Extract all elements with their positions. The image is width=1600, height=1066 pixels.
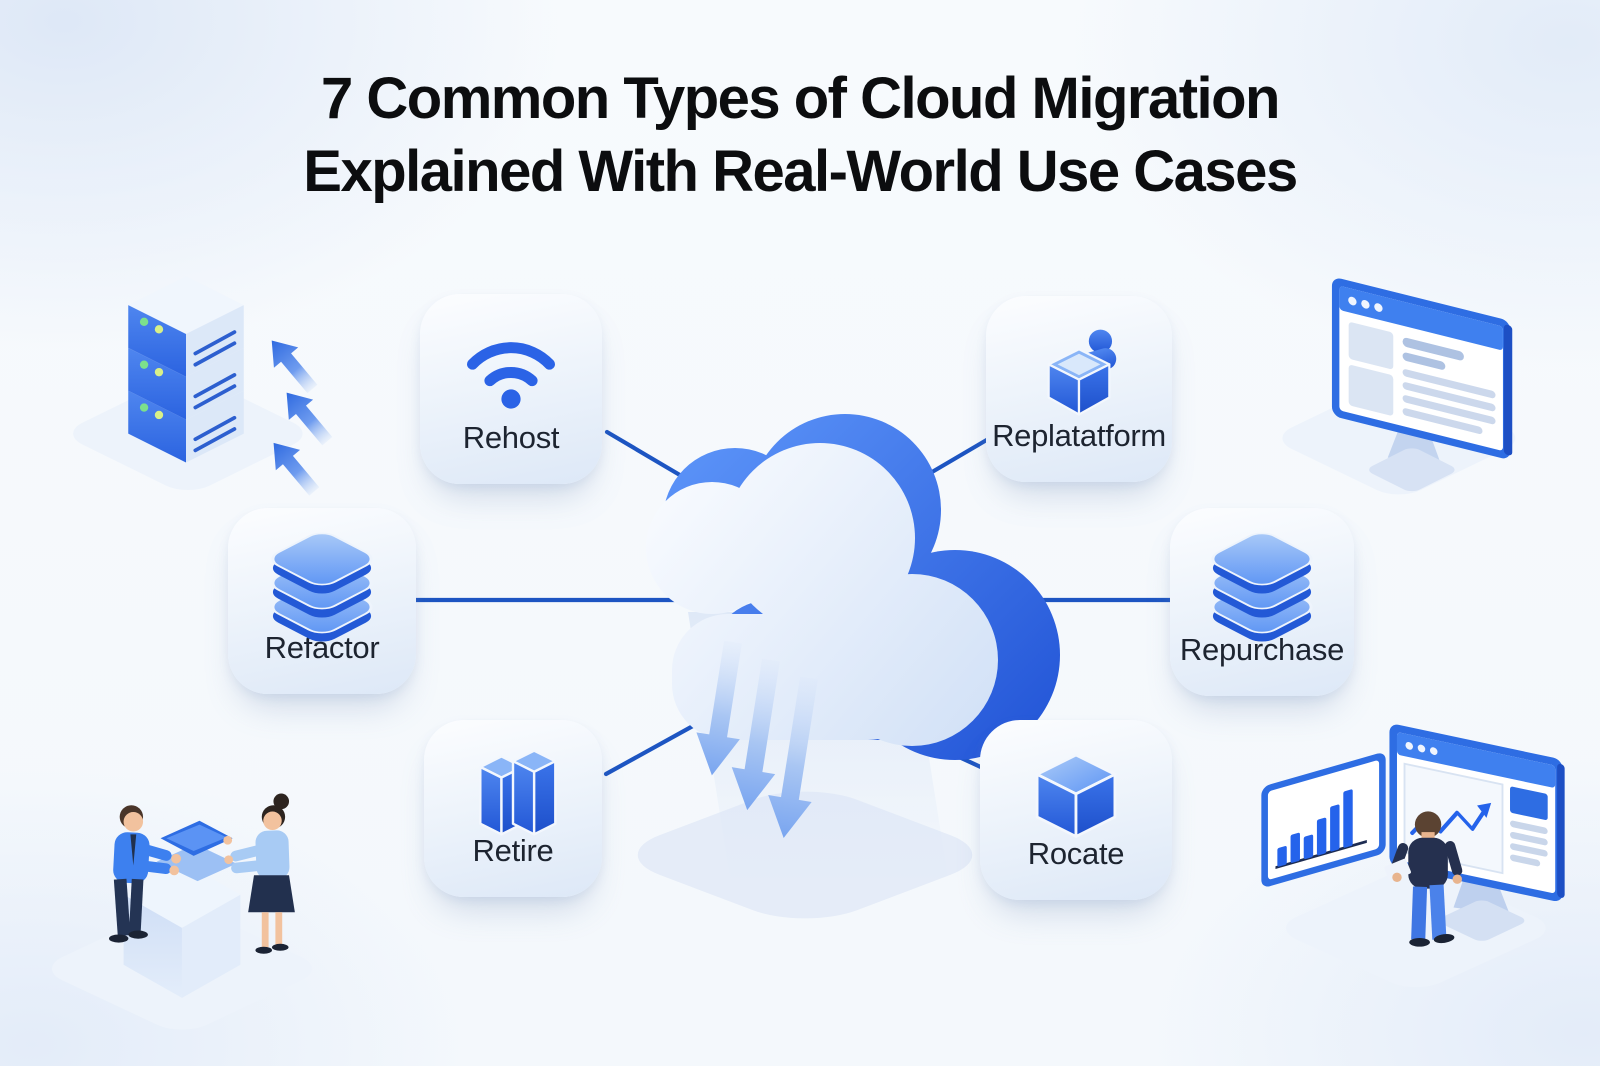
- browser-window: [1331, 278, 1513, 459]
- page-title-line1: 7 Common Types of Cloud Migration: [321, 66, 1280, 131]
- connector-line-replatform: [895, 435, 993, 495]
- analytics-dashboard-illustration: [1261, 724, 1565, 988]
- person-woman: [223, 793, 295, 954]
- bar-chart-screen: [1261, 753, 1386, 887]
- page-title-line2: Explained With Real-World Use Cases: [303, 139, 1298, 205]
- connector-line-rehost: [604, 429, 710, 494]
- line-chart-monitor: [1389, 724, 1565, 902]
- server-tower: [128, 276, 244, 463]
- node-label: Rocate: [1027, 836, 1125, 871]
- node-card-refactor: Refactor: [228, 508, 416, 694]
- node-label: Replatatform: [992, 418, 1166, 453]
- pedestal: [123, 861, 241, 998]
- page-title: 7 Common Types of Cloud Migration Explai…: [0, 62, 1600, 208]
- cloud-front: [646, 443, 998, 746]
- server-stack-illustration: [73, 276, 333, 496]
- cloud-base-platform: [637, 791, 973, 919]
- twin-pillars-icon: [479, 749, 557, 836]
- stacked-layers-icon: [1211, 532, 1313, 642]
- node-card-repurchase: Repurchase: [1170, 508, 1354, 696]
- cloud-slab: [688, 612, 948, 878]
- node-card-relocate: Rocate: [980, 720, 1172, 900]
- node-label: Rehost: [462, 420, 560, 455]
- migration-up-arrows-icon: [271, 340, 333, 496]
- cube-icon: [1035, 753, 1117, 838]
- download-arrows-icon: [696, 640, 818, 839]
- node-card-replatform: Replatatform: [986, 296, 1172, 482]
- wifi-icon: [467, 342, 555, 409]
- person-analyst: [1384, 811, 1463, 947]
- laptop-icon: [156, 820, 237, 882]
- connector-line-retire: [603, 708, 723, 777]
- node-card-rehost: Rehost: [420, 294, 602, 484]
- connector-line-relocate: [859, 709, 988, 772]
- node-label: Retire: [472, 833, 554, 868]
- person-man: [108, 805, 181, 943]
- stacked-layers-icon: [271, 532, 373, 642]
- people-handoff-illustration: [51, 793, 312, 1030]
- open-box-person-icon: [1047, 329, 1117, 416]
- node-card-retire: Retire: [424, 720, 602, 897]
- browser-monitor-illustration: [1282, 278, 1516, 495]
